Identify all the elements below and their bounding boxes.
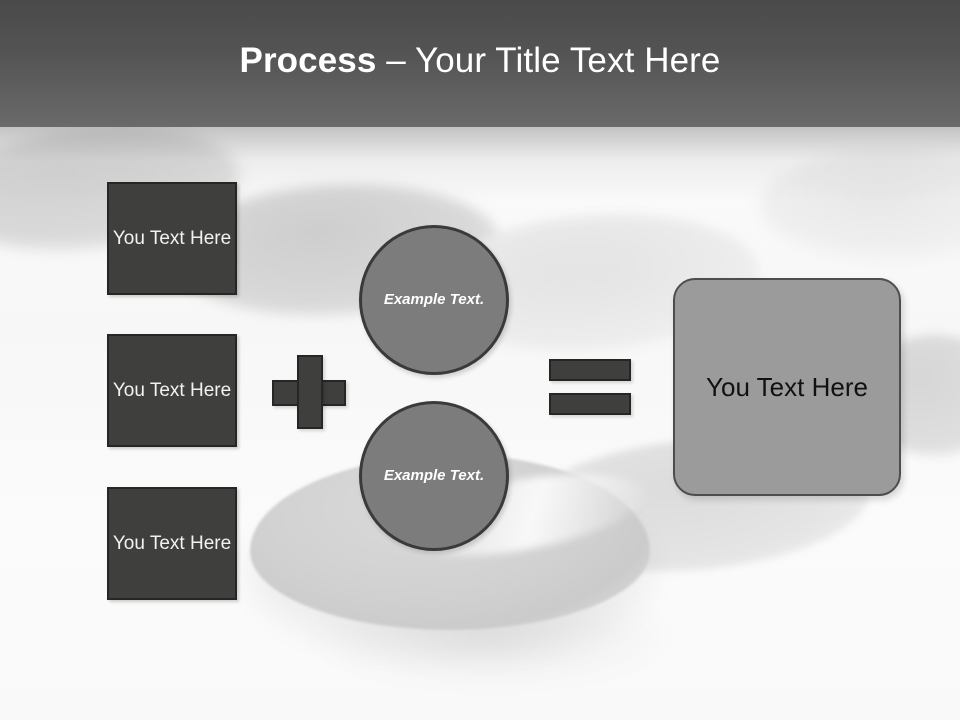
example-circle-1[interactable]: Example Text. [359, 225, 509, 375]
title-separator: – [376, 41, 415, 80]
title-rest: Your Title Text Here [415, 41, 721, 80]
input-box-1[interactable]: You Text Here [107, 182, 237, 295]
input-box-3-label: You Text Here [112, 532, 232, 554]
plus-icon-vertical-bar [297, 355, 323, 429]
input-box-2-label: You Text Here [112, 379, 232, 401]
input-box-2[interactable]: You Text Here [107, 334, 237, 447]
slide-header: Process – Your Title Text Here [0, 0, 960, 127]
equals-icon [549, 359, 631, 415]
plus-icon [272, 355, 346, 429]
page-title: Process – Your Title Text Here [240, 43, 721, 84]
example-circle-2-label: Example Text. [383, 467, 485, 485]
result-box[interactable]: You Text Here [673, 278, 901, 496]
example-circle-2[interactable]: Example Text. [359, 401, 509, 551]
equals-icon-top-bar [549, 359, 631, 381]
result-box-label: You Text Here [706, 371, 868, 402]
title-strong: Process [239, 41, 377, 80]
input-box-1-label: You Text Here [112, 227, 232, 249]
input-box-3[interactable]: You Text Here [107, 487, 237, 600]
example-circle-1-label: Example Text. [383, 291, 485, 309]
equals-icon-bottom-bar [549, 393, 631, 415]
